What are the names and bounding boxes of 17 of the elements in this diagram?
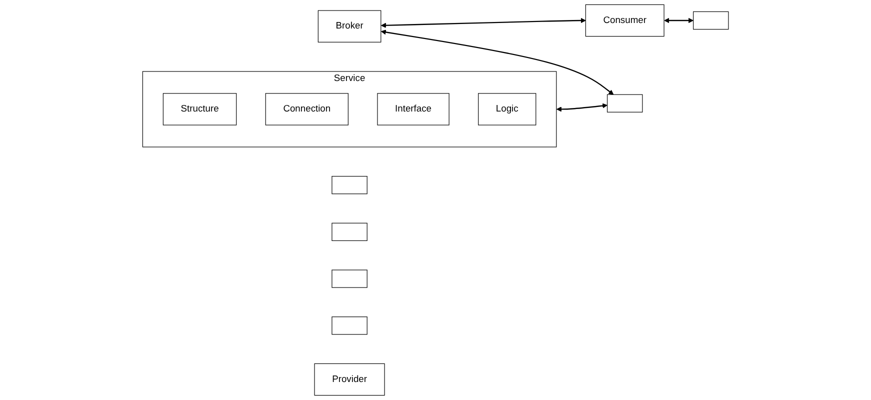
arrow bbox=[664, 18, 694, 24]
arrow bbox=[556, 103, 608, 112]
node-box: Consumer bbox=[585, 4, 664, 37]
node-box bbox=[692, 11, 729, 30]
arrow bbox=[380, 30, 614, 95]
node-box: Provider bbox=[314, 363, 385, 396]
node-box bbox=[332, 222, 368, 241]
arrow bbox=[380, 18, 586, 28]
node-box: Logic bbox=[478, 93, 536, 126]
node-box: Broker bbox=[318, 10, 382, 42]
node-box bbox=[332, 270, 368, 288]
node-box: Connection bbox=[265, 93, 348, 126]
node-box bbox=[606, 94, 643, 112]
node-box: Interface bbox=[377, 93, 450, 126]
node-box bbox=[332, 316, 368, 335]
node-box bbox=[332, 176, 368, 194]
node-box: Structure bbox=[162, 93, 237, 126]
